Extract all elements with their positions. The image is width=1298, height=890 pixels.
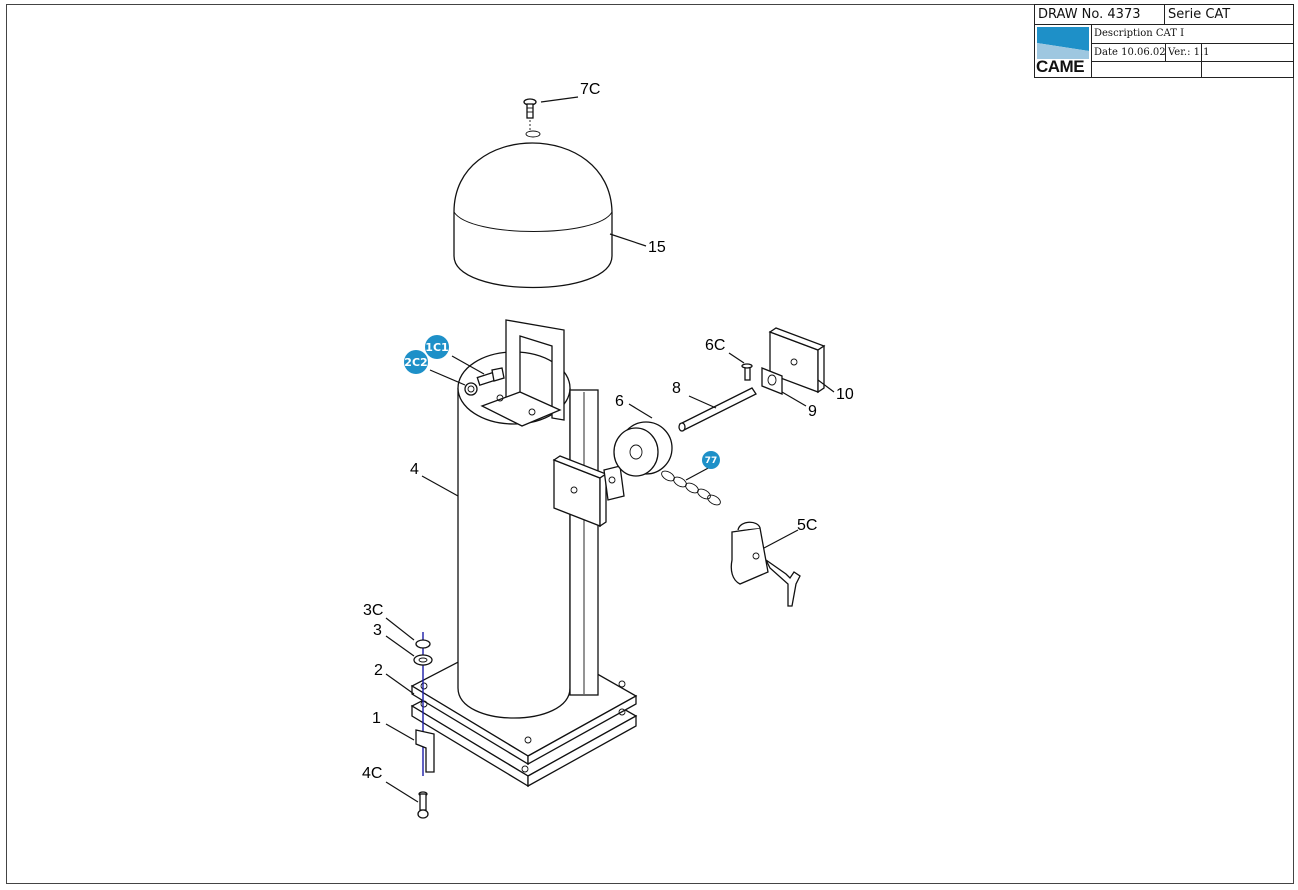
- came-logo-icon: [1037, 27, 1089, 59]
- label-1: 1: [372, 710, 381, 727]
- label-4c: 4C: [362, 765, 382, 782]
- pulley-assembly: [603, 421, 721, 506]
- came-logo: CAME: [1035, 25, 1092, 77]
- post-body: [410, 319, 638, 788]
- blank-field-1: [1202, 44, 1293, 62]
- date-field: Date 10.06.02: [1092, 44, 1166, 62]
- pin-assembly: [678, 327, 826, 432]
- version-field: Ver.: 1.1: [1166, 44, 1210, 62]
- lock-5c: [730, 521, 801, 607]
- hotspot-77-label: 77: [705, 456, 718, 466]
- drawing-frame: [6, 4, 1294, 884]
- label-10: 10: [836, 386, 854, 403]
- label-7c: 7C: [580, 81, 600, 98]
- draw-number: DRAW No. 4373: [1035, 5, 1165, 25]
- label-5c: 5C: [797, 517, 817, 534]
- leader-lines: [385, 96, 835, 803]
- label-4: 4: [410, 461, 419, 478]
- dome-cap: [453, 130, 613, 289]
- label-3: 3: [373, 622, 382, 639]
- hotspot-2c2[interactable]: 2C2: [404, 350, 428, 374]
- hotspot-2c2-label: 2C2: [404, 356, 427, 369]
- top-bolt: [464, 367, 505, 396]
- label-6: 6: [615, 393, 624, 410]
- hotspot-1c1[interactable]: 1C1: [425, 335, 449, 359]
- label-2: 2: [374, 662, 383, 679]
- serie-label: Serie CAT: [1165, 5, 1293, 25]
- blank-field-2: [1166, 62, 1202, 77]
- label-8: 8: [672, 380, 681, 397]
- hotspot-77[interactable]: 77: [702, 451, 720, 469]
- label-9: 9: [808, 403, 817, 420]
- label-6c: 6C: [705, 337, 725, 354]
- logo-text: CAME: [1036, 57, 1085, 76]
- title-block: DRAW No. 4373 Serie CAT CAME Description…: [1034, 4, 1294, 78]
- screw-7c: [523, 98, 537, 132]
- description-field: Description CAT I: [1092, 25, 1293, 44]
- hotspot-1c1-label: 1C1: [425, 341, 448, 354]
- label-15: 15: [648, 239, 666, 256]
- label-3c: 3C: [363, 602, 383, 619]
- bottom-hardware: [413, 632, 435, 819]
